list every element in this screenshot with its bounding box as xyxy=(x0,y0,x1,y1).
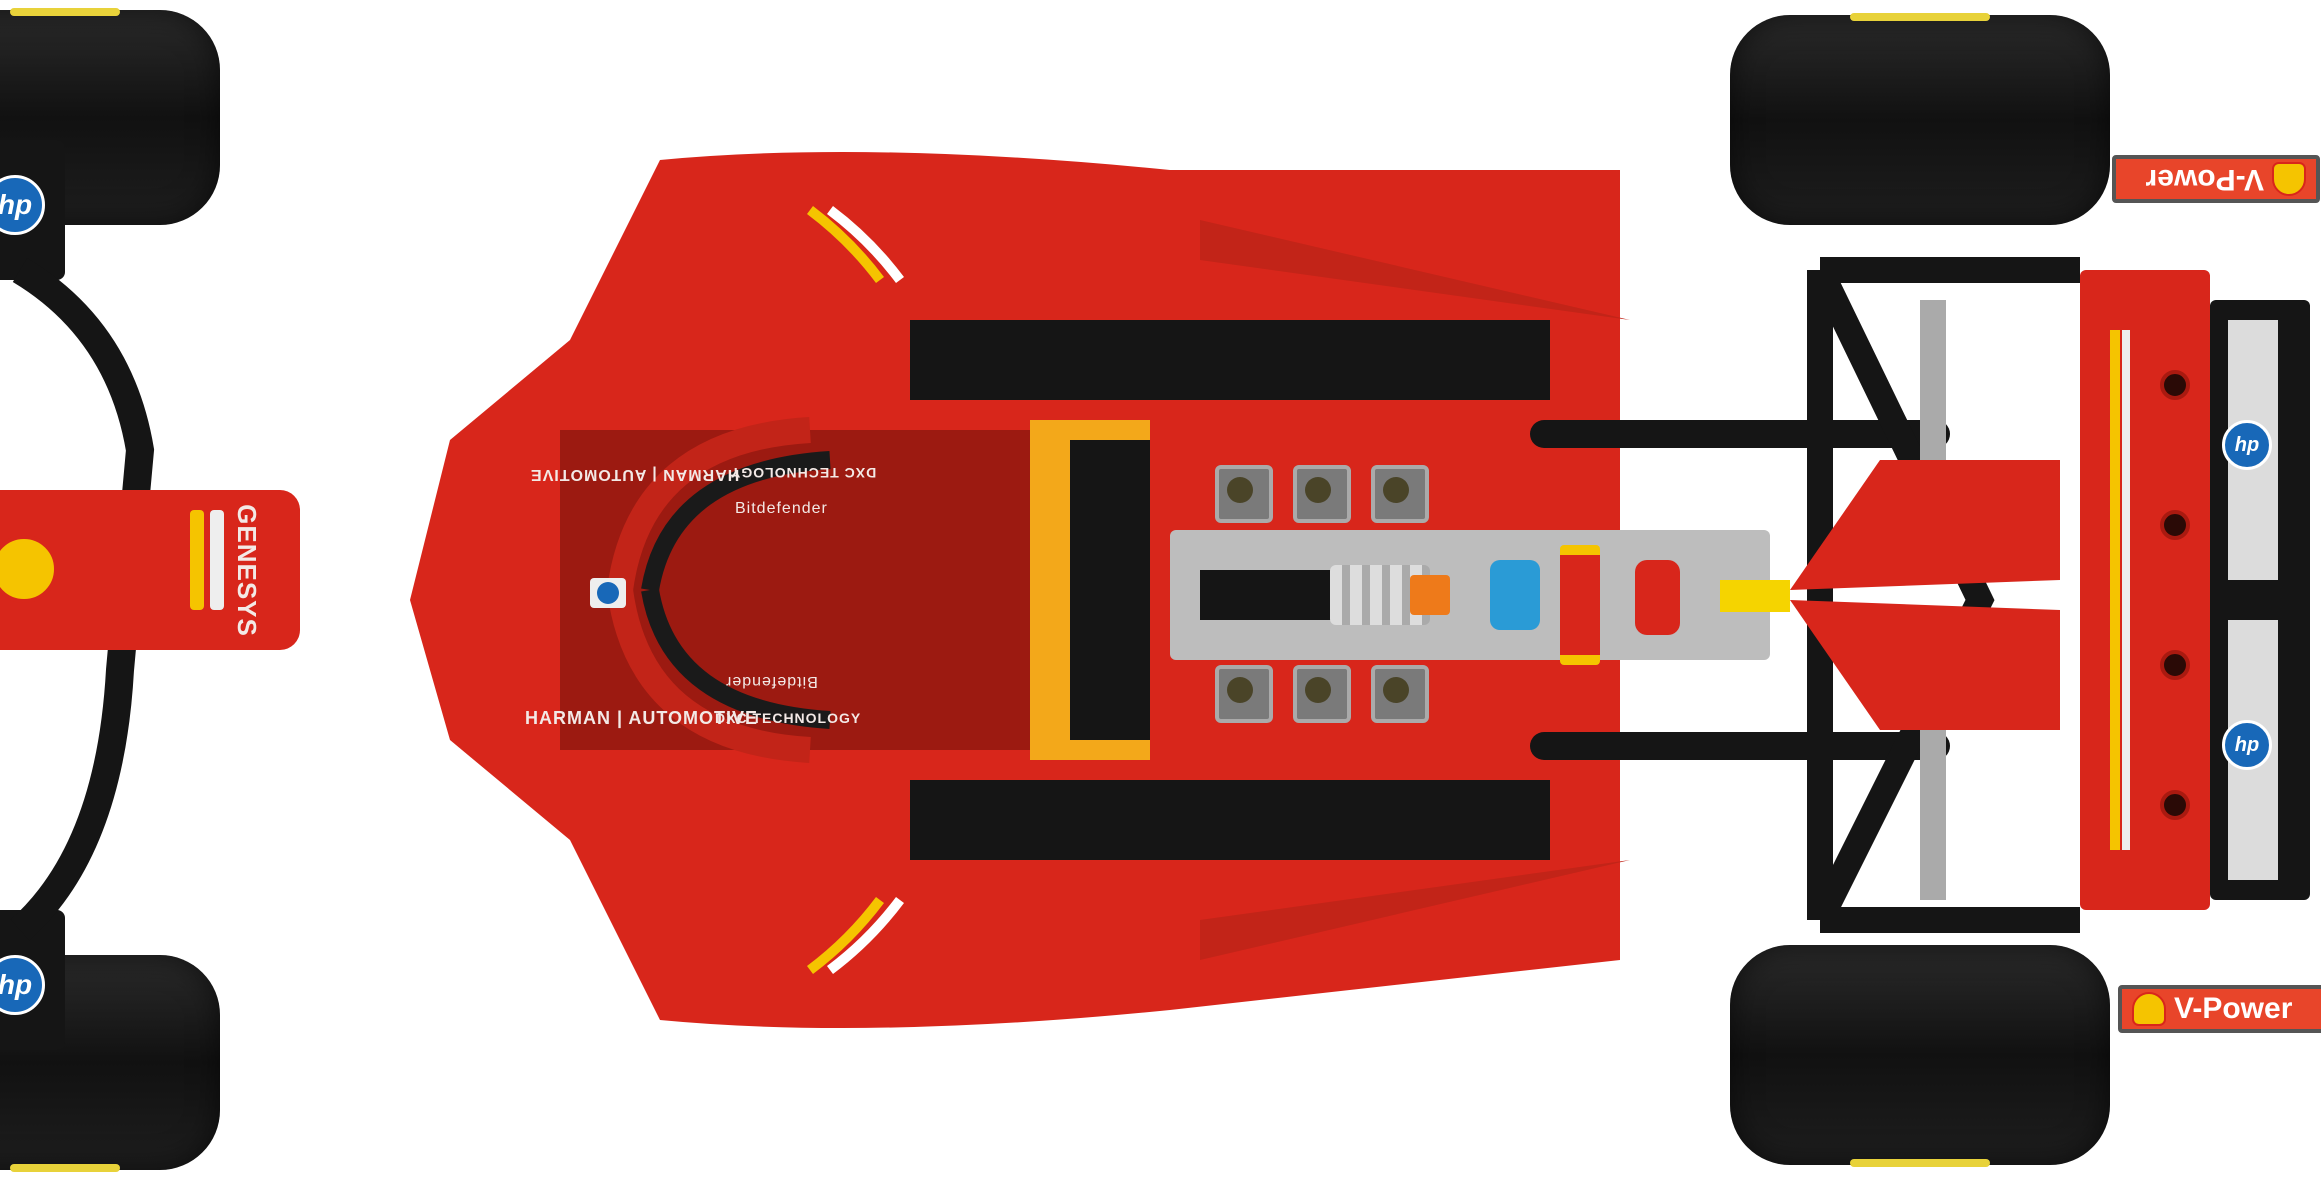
piston-top-1 xyxy=(1215,465,1273,523)
rear-left-tire xyxy=(1730,13,2110,225)
genesys-decal: GENESYS xyxy=(231,504,262,637)
piston-bottom-2 xyxy=(1293,665,1351,723)
red-gear xyxy=(1635,560,1680,635)
dxc-decal-top: DXC TECHNOLOGY xyxy=(730,465,877,481)
harman-decal-top: HARMAN | AUTOMOTIVE xyxy=(530,466,740,483)
piston-bottom-1 xyxy=(1215,665,1273,723)
front-hp-panel-top: hp xyxy=(0,140,65,280)
wing-yellow-stripe xyxy=(2110,330,2120,850)
vpower-plate-bottom: V-Power xyxy=(2118,985,2321,1033)
rear-right-tire xyxy=(1730,945,2110,1167)
piston-top-2 xyxy=(1293,465,1351,523)
wing-white-stripe xyxy=(2122,330,2130,850)
piston-top-3 xyxy=(1371,465,1429,523)
hp-cockpit-badge xyxy=(590,578,626,608)
hp-logo-icon: hp xyxy=(0,955,45,1015)
harman-decal-bottom: HARMAN | AUTOMOTIVE xyxy=(525,708,759,728)
yellow-driveshaft xyxy=(1720,580,1790,612)
bitdefender-decal-top: Bitdefender xyxy=(735,500,828,517)
shell-nose-logo-icon xyxy=(0,535,58,603)
liftarm-bottom xyxy=(1530,732,1950,760)
shell-logo-icon xyxy=(2132,992,2166,1026)
vpower-plate-top: V-Power xyxy=(2112,155,2320,203)
nose-cone: GENESYS xyxy=(0,490,300,650)
front-hp-panel-bottom: hp xyxy=(0,910,65,1050)
shell-logo-icon xyxy=(2272,162,2306,196)
white-stripe xyxy=(210,510,224,610)
rear-wing xyxy=(2080,270,2210,910)
car-body xyxy=(410,152,1630,1028)
orange-axle-connector xyxy=(1410,575,1450,615)
piston-bottom-3 xyxy=(1371,665,1429,723)
hp-logo-icon: hp xyxy=(2222,720,2272,770)
rear-engine-cover xyxy=(1790,460,2060,730)
bitdefender-decal-bottom: Bitdefender xyxy=(725,673,818,690)
engine-slot xyxy=(1200,570,1350,620)
liftarm-top xyxy=(1530,420,1950,448)
endplate-panel-top: hp xyxy=(2222,320,2278,580)
endplate-panel-bottom: hp xyxy=(2222,620,2278,880)
hp-logo-icon: hp xyxy=(2222,420,2272,470)
differential xyxy=(1560,545,1600,665)
hp-logo-icon: hp xyxy=(0,175,45,235)
front-suspension xyxy=(10,257,155,941)
dxc-decal-bottom: DXC TECHNOLOGY xyxy=(715,710,862,726)
rear-wing-endplate: hp hp xyxy=(2210,300,2310,900)
yellow-stripe xyxy=(190,510,204,610)
blue-gear xyxy=(1490,560,1540,630)
